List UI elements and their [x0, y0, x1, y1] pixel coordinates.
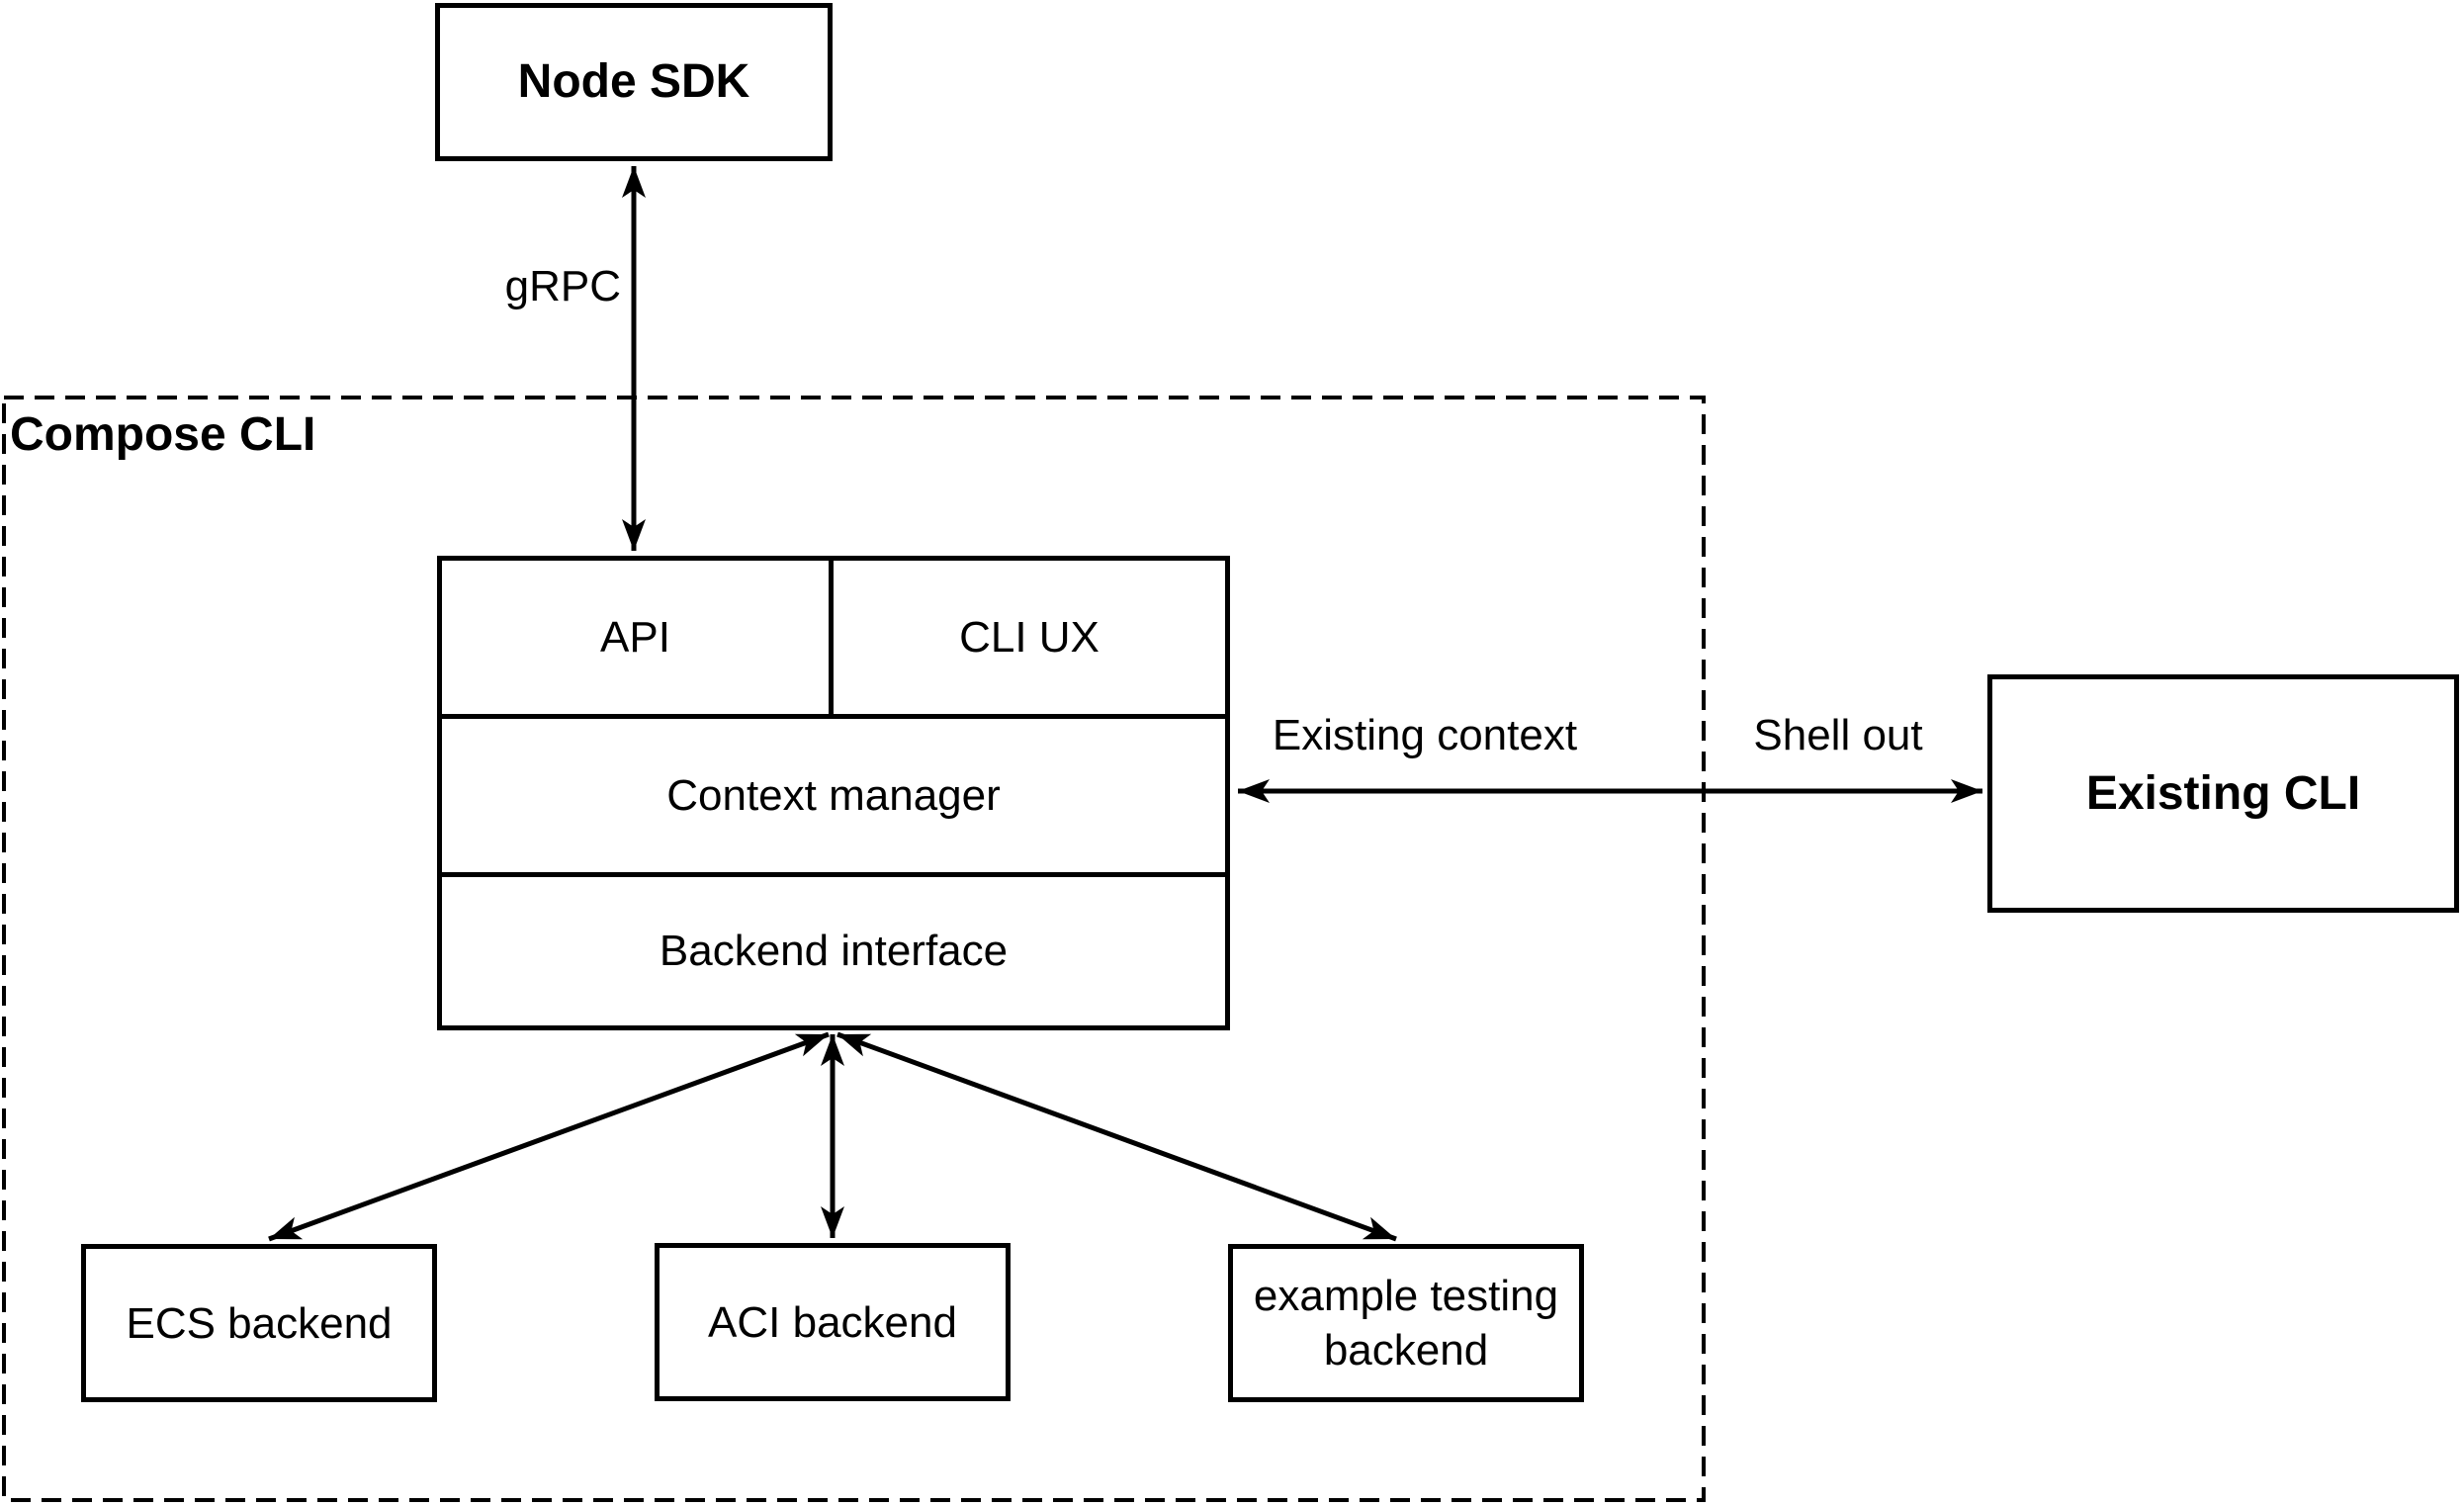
- cli-ux-label: CLI UX: [959, 612, 1100, 662]
- api-cell: API: [442, 561, 834, 714]
- example-testing-backend-box: example testing backend: [1228, 1244, 1584, 1402]
- context-manager-label: Context manager: [666, 770, 1001, 820]
- api-cliux-row: API CLI UX: [442, 561, 1225, 719]
- context-manager-cell: Context manager: [442, 719, 1225, 877]
- ecs-backend-label: ECS backend: [126, 1298, 393, 1348]
- existing-cli-box: Existing CLI: [1987, 674, 2459, 913]
- backend-interface-cell: Backend interface: [442, 877, 1225, 1025]
- shell-out-edge-label: Shell out: [1753, 711, 1923, 759]
- node-sdk-label: Node SDK: [517, 55, 750, 108]
- grpc-edge-label: gRPC: [504, 262, 621, 310]
- ecs-arrow: [268, 1031, 830, 1242]
- api-label: API: [600, 612, 670, 662]
- aci-backend-box: ACI backend: [655, 1243, 1011, 1401]
- node-sdk-box: Node SDK: [435, 3, 833, 161]
- compose-cli-container-border: [2, 396, 1706, 1502]
- backend-interface-label: Backend interface: [659, 927, 1009, 975]
- aci-backend-label: ACI backend: [708, 1297, 957, 1347]
- existing-context-edge-label: Existing context: [1272, 711, 1578, 759]
- ecs-backend-box: ECS backend: [81, 1244, 437, 1402]
- example-arrow: [836, 1031, 1397, 1242]
- compose-cli-core-box: API CLI UX Context manager Backend inter…: [437, 556, 1230, 1030]
- compose-cli-container-label: Compose CLI: [10, 408, 316, 461]
- existing-cli-label: Existing CLI: [2085, 766, 2361, 820]
- example-testing-backend-label: example testing backend: [1253, 1272, 1559, 1374]
- cli-ux-cell: CLI UX: [834, 561, 1225, 714]
